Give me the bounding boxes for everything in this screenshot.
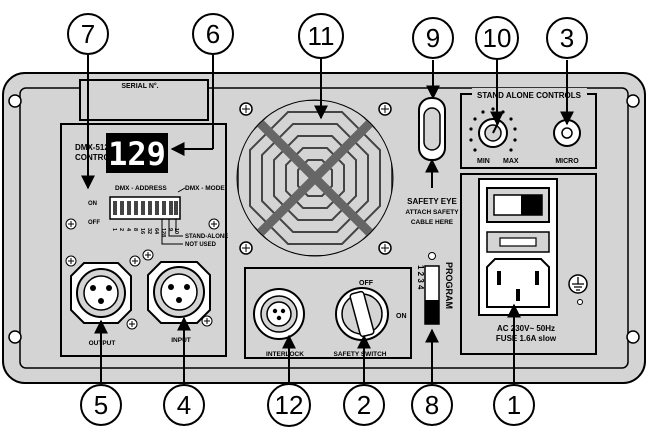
callout-12: 12	[267, 383, 311, 427]
microphone-icon	[553, 119, 581, 147]
not-used-label: NOT USED	[185, 242, 217, 248]
dip-number: 8	[132, 228, 138, 231]
svg-text:3: 3	[560, 23, 574, 53]
svg-text:1: 1	[507, 390, 521, 420]
dip-number: 64	[153, 228, 159, 235]
power-inlet[interactable]	[486, 258, 550, 308]
callout-10: 10	[475, 16, 519, 60]
fan-screw-icon	[378, 102, 392, 116]
safety-switch-label: SAFETY SWITCH	[334, 351, 387, 358]
svg-text:2: 2	[357, 390, 371, 420]
switch-on-label: ON	[396, 313, 407, 320]
svg-text:7: 7	[81, 19, 95, 49]
dip-number: 9	[167, 228, 173, 231]
callout-9: 9	[412, 17, 454, 59]
callout-5: 5	[80, 384, 122, 426]
callout-8: 8	[411, 384, 453, 426]
panel-screw-icon	[208, 218, 220, 230]
output-label: OUTPUT	[89, 340, 116, 347]
ground-icon	[568, 274, 588, 305]
callout-2: 2	[343, 384, 385, 426]
leader-lines	[81, 55, 574, 383]
dip-switch[interactable]: 1 2 4 8 16 32 64 128 9 10	[109, 196, 181, 237]
panel-screw-icon	[65, 218, 77, 230]
corner-screw-icon	[626, 94, 640, 108]
power-module: AC 230V~ 50Hz FUSE 1.6A slow	[460, 173, 597, 355]
switch-off-label: OFF	[359, 280, 374, 287]
attach-safety-label: ATTACH SAFETY	[405, 209, 459, 216]
fan-screw-icon	[239, 241, 253, 255]
dip-on-label: ON	[88, 201, 97, 207]
svg-text:9: 9	[426, 23, 440, 53]
min-label: MIN	[477, 158, 490, 165]
serial-label: SERIAL N°.	[121, 82, 158, 90]
callout-1: 1	[493, 384, 535, 426]
stand-alone-label: STAND-ALONE	[185, 234, 228, 240]
svg-text:10: 10	[483, 23, 512, 53]
panel-screw-icon	[126, 318, 138, 330]
panel-screw-icon	[201, 315, 213, 327]
program-positions-label: 1 2 3 4	[416, 265, 425, 290]
dip-number: 128	[160, 228, 166, 237]
dip-off-label: OFF	[88, 220, 100, 226]
dmx-display-value: 129	[108, 135, 166, 173]
corner-screw-icon	[8, 94, 22, 108]
callout-3: 3	[546, 17, 588, 59]
callout-4: 4	[163, 384, 205, 426]
svg-text:4: 4	[177, 390, 191, 420]
input-label: INPUT	[171, 337, 191, 344]
fuse-holder[interactable]	[486, 231, 550, 253]
svg-text:6: 6	[206, 19, 220, 49]
program-label: PROGRAM	[444, 262, 454, 309]
dmx-input-connector[interactable]	[147, 261, 211, 324]
fuse-spec-label: FUSE 1.6A slow	[496, 334, 557, 343]
dmx-address-label: DMX - ADDRESS	[115, 185, 167, 192]
dmx-panel: DMX-512 CONTROL 129 DMX - ADDRESS DMX - …	[60, 123, 228, 357]
dip-number: 16	[139, 228, 145, 234]
callout-7: 7	[67, 13, 109, 55]
safety-eye-label: SAFETY EYE	[407, 197, 457, 206]
fan-screw-icon	[378, 241, 392, 255]
dip-number: 1	[111, 228, 117, 231]
svg-text:11: 11	[308, 21, 335, 51]
dmx-output-connector[interactable]	[70, 262, 132, 324]
stand-alone-controls-panel: STAND ALONE CONTROLS MIN MAX MICRO	[460, 88, 597, 169]
panel-screw-icon	[129, 255, 141, 267]
micro-label: MICRO	[555, 158, 579, 165]
max-label: MAX	[503, 158, 519, 165]
program-selector[interactable]	[424, 252, 440, 325]
panel-screw-icon	[142, 249, 154, 261]
power-spec-label: AC 230V~ 50Hz	[497, 324, 555, 333]
callout-numbers: 7 6 11 9 10 3 5 4 12 2 8 1	[67, 13, 588, 427]
dip-number: 32	[146, 228, 152, 234]
callout-11: 11	[298, 13, 344, 59]
stand-alone-controls-label: STAND ALONE CONTROLS	[477, 91, 582, 100]
safety-key-switch[interactable]	[335, 287, 389, 341]
interlock-connector[interactable]	[253, 288, 305, 340]
interlock-label: INTERLOCK	[266, 351, 304, 358]
dip-number: 4	[125, 228, 131, 232]
callout-6: 6	[192, 13, 234, 55]
corner-screw-icon	[626, 330, 640, 344]
dmx-mode-label: DMX - MODE	[185, 185, 225, 192]
cable-here-label: CABLE HERE	[411, 219, 454, 226]
safety-panel: INTERLOCK OFF ON SAFETY SWITCH	[244, 267, 412, 359]
fan-screw-icon	[239, 102, 253, 116]
dip-number: 2	[118, 228, 124, 231]
serial-plate: SERIAL N°.	[79, 79, 209, 121]
svg-text:5: 5	[94, 390, 108, 420]
svg-text:8: 8	[425, 390, 439, 420]
fan-grille	[236, 96, 394, 262]
panel-screw-icon	[65, 255, 77, 267]
dmx-title: DMX-512	[75, 143, 109, 152]
power-switch[interactable]	[486, 187, 550, 223]
dmx-display	[106, 133, 168, 173]
svg-text:12: 12	[275, 390, 304, 420]
corner-screw-icon	[8, 330, 22, 344]
dmx-control-label: CONTROL	[75, 153, 115, 162]
safety-eye[interactable]	[418, 97, 446, 161]
